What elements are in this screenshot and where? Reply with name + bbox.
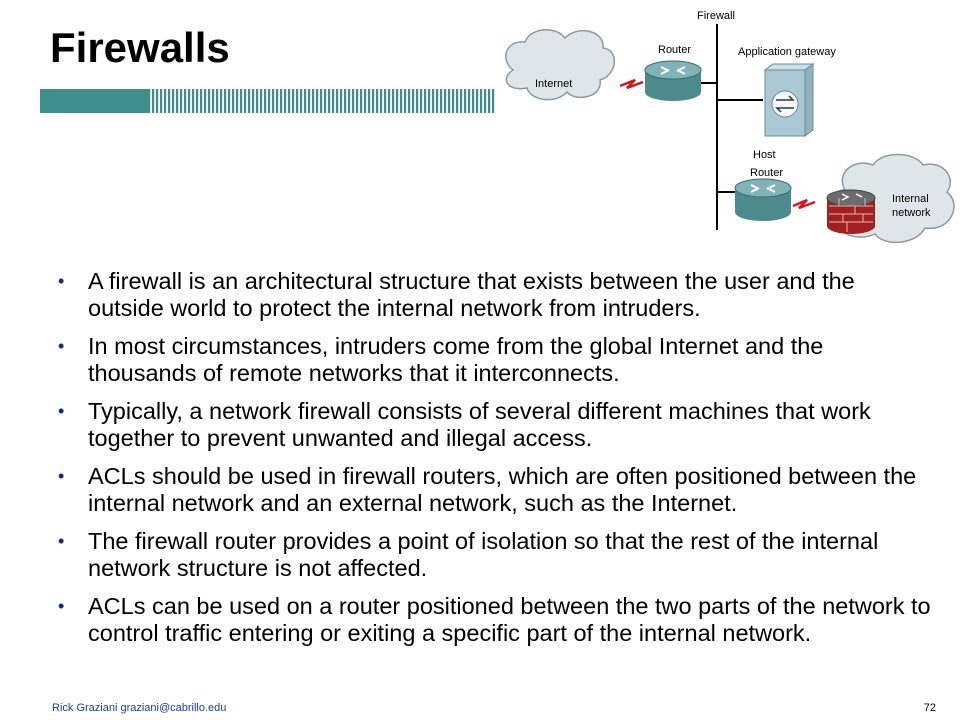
bullet-marker: •	[58, 596, 65, 616]
host-label: Host	[753, 149, 776, 161]
bullet-item: • ACLs should be used in firewall router…	[50, 463, 935, 516]
bullet-item: • Typically, a network firewall consists…	[50, 398, 935, 451]
host-serial-link-icon	[792, 198, 816, 210]
internal-network-label-2: network	[892, 207, 931, 219]
application-gateway-icon	[763, 63, 815, 137]
title-decoration-bar	[40, 89, 495, 113]
internet-label: Internet	[535, 78, 572, 90]
bullet-list: • A firewall is an architectural structu…	[50, 268, 935, 658]
bullet-marker: •	[58, 466, 65, 486]
serial-link-icon	[619, 78, 644, 90]
bullet-marker: •	[58, 401, 65, 421]
bullet-text: ACLs can be used on a router positioned …	[88, 593, 931, 646]
host-router-label: Router	[750, 167, 783, 179]
router-icon	[644, 60, 702, 101]
application-gateway-label: Application gateway	[738, 46, 836, 58]
firewall-diagram: Firewall Internet Router Application gat…	[505, 10, 955, 244]
host-router-icon	[734, 178, 792, 221]
bullet-item: • ACLs can be used on a router positione…	[50, 593, 935, 646]
bullet-text: A firewall is an architectural structure…	[88, 268, 855, 321]
bullet-marker: •	[58, 531, 65, 551]
bullet-marker: •	[58, 271, 65, 291]
bullet-item: • In most circumstances, intruders come …	[50, 333, 935, 386]
bullet-text: In most circumstances, intruders come fr…	[88, 333, 824, 386]
footer-author: Rick Graziani graziani@cabrillo.edu	[52, 702, 227, 714]
brick-firewall-icon	[826, 189, 876, 234]
internal-network-label-1: Internal	[892, 193, 929, 205]
bullet-text: The firewall router provides a point of …	[88, 528, 879, 581]
page-number: 72	[923, 702, 936, 714]
slide-title: Firewalls	[50, 24, 230, 71]
bullet-text: ACLs should be used in firewall routers,…	[88, 463, 917, 516]
bullet-marker: •	[58, 336, 65, 356]
internet-cloud-icon	[505, 29, 615, 101]
firewall-label: Firewall	[697, 10, 735, 22]
bullet-text: Typically, a network firewall consists o…	[88, 398, 871, 451]
bullet-item: • The firewall router provides a point o…	[50, 528, 935, 581]
bullet-item: • A firewall is an architectural structu…	[50, 268, 935, 321]
router-label: Router	[658, 44, 691, 56]
